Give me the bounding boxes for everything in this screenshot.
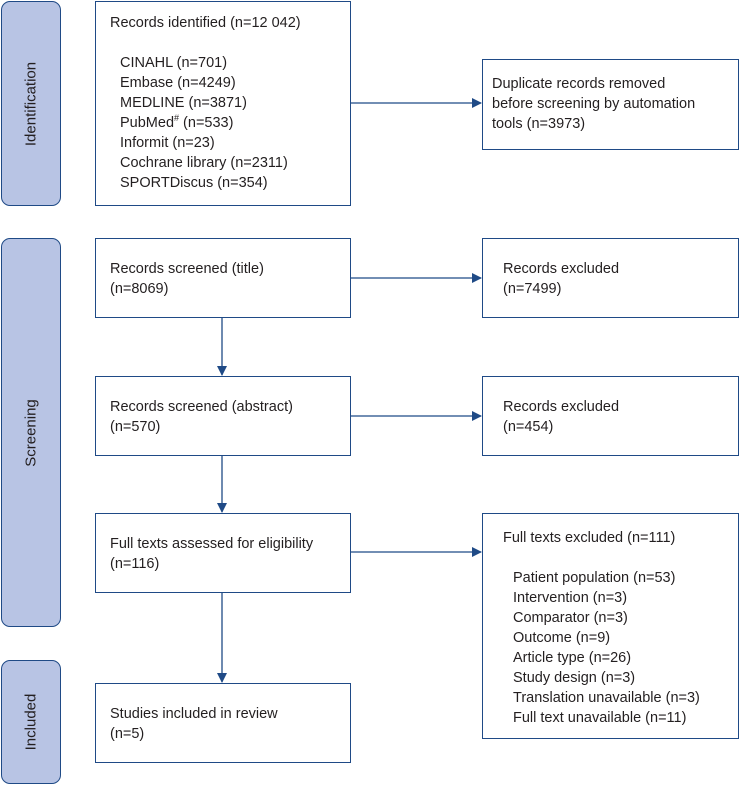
records-screened-title-box: Records screened (title) (n=8069) (95, 238, 351, 318)
full-texts-assessed-box: Full texts assessed for eligibility (n=1… (95, 513, 351, 593)
source-pubmed-count: (n=533) (179, 115, 234, 131)
screened-title-line-1: Records screened (title) (110, 261, 264, 277)
reason-translation-unavailable: Translation unavailable (n=3) (513, 690, 700, 706)
full-texts-excluded-title: Full texts excluded (n=111) (503, 530, 676, 546)
full-texts-assessed-line-1: Full texts assessed for eligibility (110, 536, 314, 552)
full-texts-excluded-box: Full texts excluded (n=111) Patient popu… (482, 513, 739, 739)
duplicates-line-3: tools (n=3973) (492, 116, 586, 132)
records-screened-abstract-box: Records screened (abstract) (n=570) (95, 376, 351, 456)
duplicates-removed-box: Duplicate records removed before screeni… (482, 59, 739, 150)
records-excluded-title-box: Records excluded (n=7499) (482, 238, 739, 318)
reason-comparator: Comparator (n=3) (513, 610, 628, 626)
source-pubmed-row: PubMed# (n=533) (110, 113, 350, 133)
source-pubmed: PubMed (120, 115, 175, 131)
reason-outcome: Outcome (n=9) (513, 630, 611, 646)
screened-title-count: (n=8069) (110, 281, 169, 297)
source-embase: Embase (n=4249) (120, 75, 236, 91)
source-cochrane: Cochrane library (n=2311) (120, 155, 288, 171)
studies-included-count: (n=5) (110, 726, 145, 742)
full-texts-assessed-count: (n=116) (110, 556, 160, 572)
pubmed-footnote-mark: # (174, 113, 180, 124)
excluded-title-line-1: Records excluded (503, 261, 620, 277)
studies-included-line-1: Studies included in review (110, 706, 278, 722)
phase-screening: Screening (1, 238, 61, 627)
excluded-abstract-line-1: Records excluded (503, 399, 620, 415)
reason-intervention: Intervention (n=3) (513, 590, 628, 606)
excluded-title-count: (n=7499) (503, 281, 562, 297)
excluded-abstract-count: (n=454) (503, 419, 554, 435)
records-identified-title: Records identified (n=12 042) (110, 15, 301, 31)
source-informit: Informit (n=23) (120, 135, 215, 151)
reason-full-text-unavailable: Full text unavailable (n=11) (513, 710, 687, 726)
duplicates-line-2: before screening by automation (492, 96, 696, 112)
source-sportdiscus: SPORTDiscus (n=354) (120, 175, 268, 191)
reason-patient-population: Patient population (n=53) (513, 570, 676, 586)
reason-article-type: Article type (n=26) (513, 650, 632, 666)
screened-abstract-line-1: Records screened (abstract) (110, 399, 293, 415)
records-excluded-abstract-box: Records excluded (n=454) (482, 376, 739, 456)
studies-included-box: Studies included in review (n=5) (95, 683, 351, 763)
duplicates-line-1: Duplicate records removed (492, 76, 666, 92)
source-medline: MEDLINE (n=3871) (120, 95, 247, 111)
phase-identification: Identification (1, 1, 61, 206)
phase-included: Included (1, 660, 61, 784)
reason-study-design: Study design (n=3) (513, 670, 636, 686)
source-cinahl: CINAHL (n=701) (120, 55, 228, 71)
records-identified-box: Records identified (n=12 042) CINAHL (n=… (95, 1, 351, 206)
screened-abstract-count: (n=570) (110, 419, 161, 435)
